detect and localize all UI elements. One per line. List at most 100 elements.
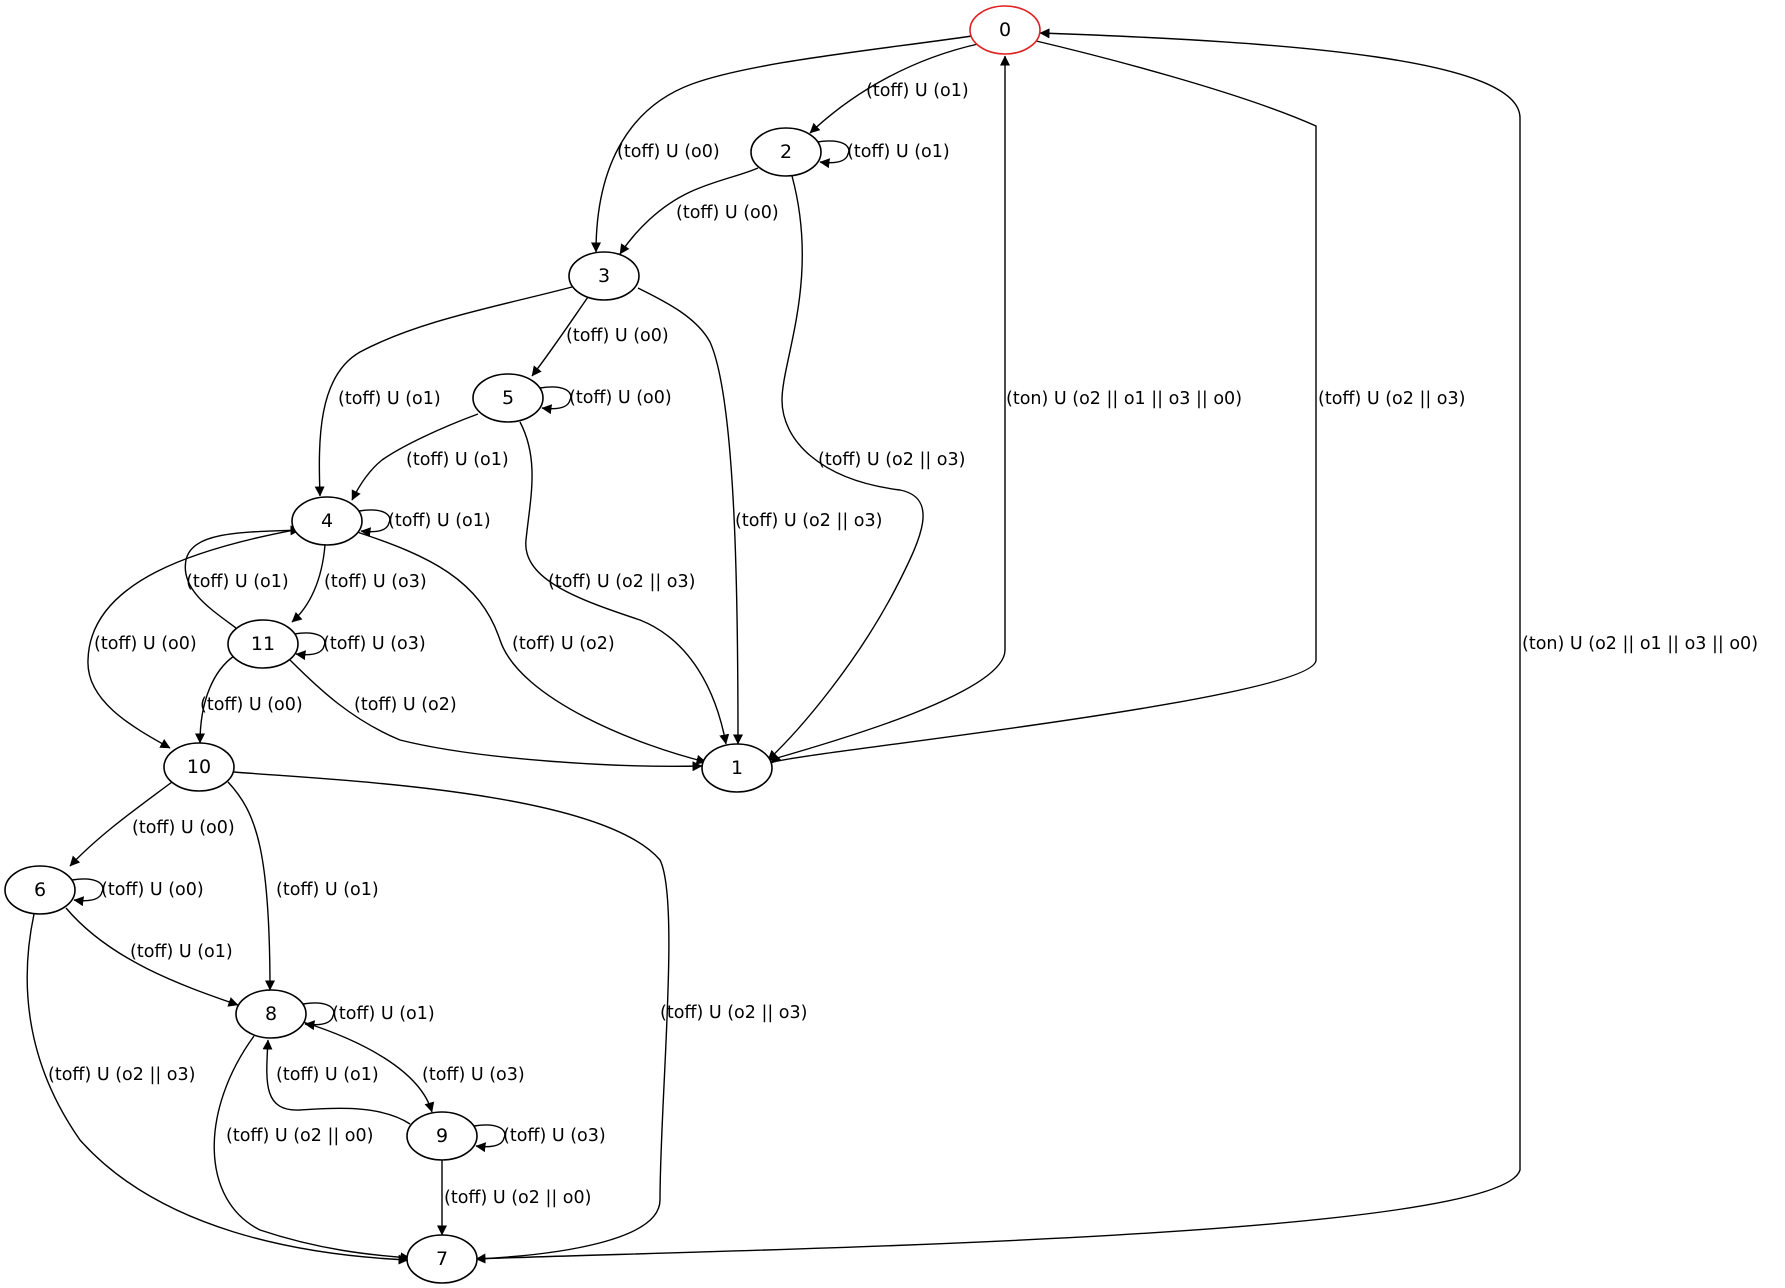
state-label: 5 [502,387,514,409]
state-ellipse [406,1234,478,1284]
edge-label: (toff) U (o2 || o3) [660,1003,807,1023]
state-node-9: 9 [406,1111,478,1161]
edge-7-to-0: (ton) U (o2 || o1 || o3 || o0) [475,28,1758,1260]
edge-label: (toff) U (o0) [617,142,720,162]
state-node-11: 11 [227,619,299,669]
edge-line [769,55,1010,761]
edge-4-to-1: (toff) U (o2) [356,531,707,765]
edge-label: (ton) U (o2 || o1 || o3 || o0) [1522,634,1758,654]
edge-6-to-6: (toff) U (o0) [71,878,204,907]
edge-0-to-2: (toff) U (o1) [809,43,979,134]
edge-label: (toff) U (o2 || o3) [735,511,882,531]
state-label: 8 [265,1003,277,1025]
edge-line [809,43,979,134]
edge-line [356,531,707,765]
edge-4-to-4: (toff) U (o1) [358,509,491,538]
state-ellipse [750,127,822,177]
edge-line [591,35,973,253]
edge-6-to-7: (toff) U (o2 || o3) [26,913,409,1265]
edge-line [539,386,572,415]
edge-label: (toff) U (o3) [324,572,427,592]
edge-line [65,907,239,1007]
edge-label: (toff) U (o1) [866,81,969,101]
edge-label: (toff) U (o1) [130,942,233,962]
edges-layer: (toff) U (o1) (toff) U (o0) (toff) U (o2 |… [26,28,1758,1265]
edge-line [195,655,235,744]
edge-label: (toff) U (o2 || o3) [548,572,695,592]
state-node-0: 0 [969,5,1041,55]
edge-label: (toff) U (o0) [101,880,204,900]
edge-label: (toff) U (o1) [186,572,289,592]
edge-10-to-7: (toff) U (o2 || o3) [233,771,807,1264]
edge-label: (toff) U (o2 || o0) [226,1126,373,1146]
state-ellipse [291,496,363,546]
state-node-8: 8 [235,989,307,1039]
edge-label: (toff) U (o1) [406,450,509,470]
edge-6-to-8: (toff) U (o1) [65,907,239,1007]
edge-label: (toff) U (o1) [332,1004,435,1024]
edge-10-to-8: (toff) U (o1) [227,781,379,991]
edge-line [619,167,759,255]
edge-label: (toff) U (o0) [569,388,672,408]
edge-line [69,781,173,867]
edge-8-to-9: (toff) U (o3) [302,1021,525,1113]
edge-4-to-11: (toff) U (o3) [291,544,427,623]
edge-3-to-5: (toff) U (o0) [531,296,669,377]
edge-line [71,878,104,907]
state-label: 7 [436,1248,448,1270]
edge-line [262,1039,411,1125]
state-ellipse [568,251,640,301]
edge-label: (toff) U (o1) [276,880,379,900]
edge-0-to-1: (toff) U (o2 || o3) [770,39,1465,764]
edge-line [531,296,589,377]
state-label: 0 [999,19,1011,41]
edge-label: (toff) U (o0) [200,695,303,715]
state-label: 4 [321,510,333,532]
edge-2-to-1: (toff) U (o2 || o3) [767,175,965,761]
state-label: 2 [780,141,792,163]
edge-4-to-10: (toff) U (o0) [87,529,295,749]
state-node-6: 6 [4,865,76,915]
edge-line [637,287,743,745]
state-ellipse [163,742,235,792]
state-label: 6 [34,879,46,901]
edge-label: (toff) U (o2 || o3) [818,450,965,470]
edge-label: (ton) U (o2 || o1 || o3 || o0) [1006,389,1242,409]
edge-line [293,632,326,661]
edge-0-to-3: (toff) U (o0) [591,35,973,253]
edge-label: (toff) U (o2 || o3) [1318,389,1465,409]
edge-label: (toff) U (o0) [94,634,197,654]
edge-line [314,286,573,497]
edge-5-to-4: (toff) U (o1) [351,413,509,501]
edge-label: (toff) U (o1) [388,511,491,531]
state-ellipse [472,373,544,423]
edge-label: (toff) U (o3) [422,1065,525,1085]
edge-9-to-7: (toff) U (o2 || o0) [437,1160,591,1236]
edge-label: (toff) U (o1) [276,1065,379,1085]
edge-11-to-1: (toff) U (o2) [289,659,703,772]
state-node-7: 7 [406,1234,478,1284]
state-node-5: 5 [472,373,544,423]
edge-label: (toff) U (o2 || o0) [444,1188,591,1208]
edge-8-to-8: (toff) U (o1) [302,1002,435,1031]
edge-label: (toff) U (o3) [503,1126,606,1146]
state-node-2: 2 [750,127,822,177]
edge-line [26,913,409,1265]
edge-line [233,771,670,1264]
state-label: 3 [598,265,610,287]
state-node-1: 1 [701,743,773,793]
nodes-layer: 0 1 2 3 4 5 6 7 8 9 10 11 [4,5,1041,1284]
state-ellipse [406,1111,478,1161]
edge-line [289,659,703,772]
edge-line [291,544,326,623]
edge-9-to-8: (toff) U (o1) [262,1039,411,1125]
edge-label: (toff) U (o1) [847,142,950,162]
state-label: 9 [436,1125,448,1147]
state-node-3: 3 [568,251,640,301]
edge-5-to-5: (toff) U (o0) [539,386,672,415]
state-label: 10 [187,756,211,778]
edge-11-to-4: (toff) U (o1) [184,525,301,629]
state-label: 11 [251,633,275,655]
state-ellipse [701,743,773,793]
edge-11-to-10: (toff) U (o0) [195,655,303,744]
